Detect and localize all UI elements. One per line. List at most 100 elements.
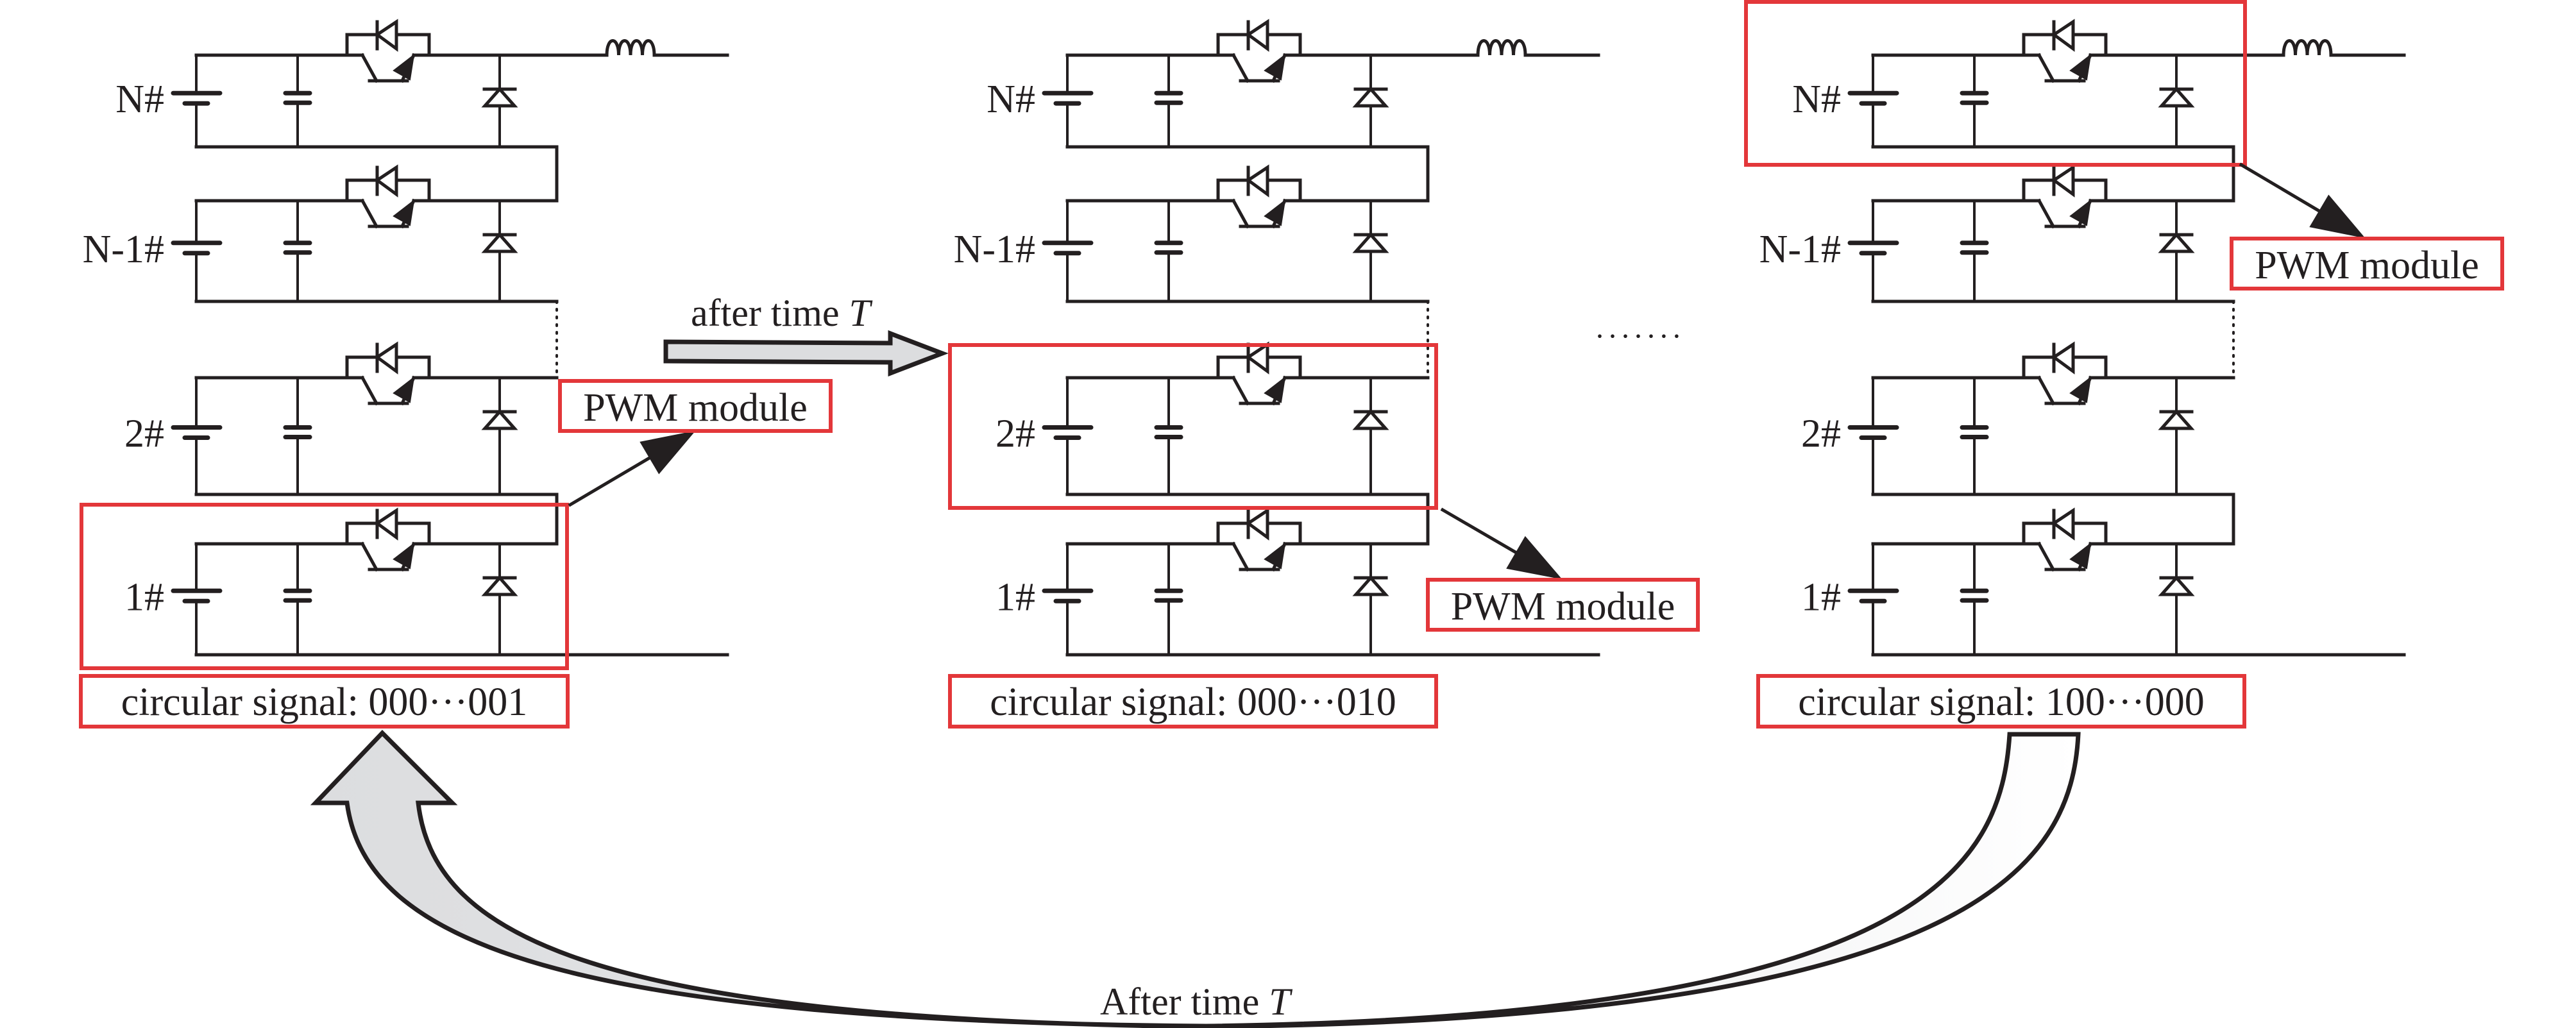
freewheel-diode-icon [481, 55, 518, 147]
emitter-arrow [393, 53, 415, 81]
module-label: 1# [124, 575, 164, 619]
pwm-module-label: PWM module [583, 386, 808, 430]
module-label: N-1# [954, 228, 1035, 271]
series-link [2230, 493, 2235, 546]
module: N# [987, 19, 1430, 149]
igbt-icon [2022, 507, 2108, 572]
diode-triangle [1245, 341, 1269, 375]
bypass-wire [345, 178, 379, 203]
diode-triangle [1245, 164, 1269, 198]
capacitor-icon [283, 55, 312, 147]
capacitor-icon [1960, 55, 1989, 147]
diode-triangle [1245, 19, 1269, 52]
series-link [1425, 493, 1430, 546]
bypass-wire [1266, 355, 1302, 380]
igbt-icon [345, 164, 431, 229]
bypass-wire [2022, 33, 2056, 57]
pwm-pointer-line [1440, 507, 1519, 555]
freewheel-diode-icon [1352, 55, 1389, 147]
bypass-wire [2022, 521, 2056, 546]
collector [360, 53, 379, 83]
collector [1231, 541, 1250, 572]
bypass-wire [345, 33, 379, 57]
capacitor-icon [1960, 378, 1989, 494]
diode-triangle [2051, 341, 2075, 375]
series-link [554, 493, 559, 546]
collector [2037, 53, 2056, 83]
inductor-icon [2232, 39, 2406, 57]
forward-transition-label: after time T [691, 292, 873, 334]
diode-triangle [1352, 87, 1389, 108]
module: 2# [996, 341, 1430, 496]
igbt-icon [2022, 19, 2108, 83]
module-label: 2# [124, 412, 164, 456]
module: 1# [1801, 507, 2235, 657]
module-label: N-1# [83, 228, 164, 271]
pwm-module-label: PWM module [2255, 244, 2479, 287]
diode-triangle [1352, 232, 1389, 253]
diode-triangle [1245, 507, 1269, 541]
pwm-module-box: PWM module [2230, 237, 2504, 291]
diode-triangle [374, 341, 398, 375]
diode-triangle [481, 409, 518, 430]
module: N# [1792, 19, 2235, 149]
igbt-icon [345, 19, 431, 83]
diode-triangle [374, 164, 398, 198]
pwm-module-frame [558, 379, 833, 433]
module-label: 1# [996, 575, 1035, 619]
igbt-icon [1216, 19, 1302, 83]
module: 2# [1801, 341, 2235, 496]
antiparallel-diode-icon [374, 164, 398, 198]
antiparallel-diode-icon [2051, 164, 2075, 198]
battery-icon [1847, 201, 1899, 301]
igbt-icon [345, 507, 431, 572]
bypass-wire [2071, 521, 2108, 546]
antiparallel-diode-icon [1245, 341, 1269, 375]
capacitor-icon [1960, 544, 1989, 655]
diode-triangle [1352, 409, 1389, 430]
series-link [2230, 145, 2235, 203]
return-transition-label: After time T [1100, 981, 1292, 1023]
freewheel-diode-icon [2158, 55, 2195, 147]
emitter-arrow [2069, 53, 2092, 81]
igbt-icon [1216, 507, 1302, 572]
bypass-wire [1216, 521, 1250, 546]
capacitor-icon [283, 544, 312, 655]
diode-triangle [2158, 575, 2195, 596]
collector [1231, 198, 1250, 229]
bypass-wire [2022, 178, 2056, 203]
freewheel-diode-icon [1352, 544, 1389, 655]
capacitor-icon [1154, 55, 1183, 147]
pwm-module-frame [2230, 237, 2504, 291]
freewheel-diode-icon [481, 544, 518, 655]
battery-icon [171, 378, 223, 494]
bypass-wire [345, 355, 379, 380]
bypass-wire [1216, 33, 1250, 57]
return-transition: After time T [310, 729, 2081, 1028]
pwm-pointer-line [2239, 162, 2322, 214]
bypass-wire [1216, 178, 1250, 203]
return-arrow-icon [310, 729, 2081, 1028]
collector [360, 198, 379, 229]
diode-triangle [481, 87, 518, 108]
emitter-arrow [393, 199, 415, 226]
circular-signal-frame [948, 674, 1438, 729]
emitter-arrow [393, 376, 415, 403]
freewheel-diode-icon [2158, 378, 2195, 494]
antiparallel-diode-icon [2051, 507, 2075, 541]
circular-signal-box: circular signal: 000···001 [79, 674, 570, 729]
circular-signal-frame [1756, 674, 2246, 729]
pwm-module-label: PWM module [1451, 585, 1675, 628]
battery-icon [1847, 544, 1899, 655]
battery-icon [171, 55, 223, 147]
bypass-wire [2022, 355, 2056, 380]
diode-triangle [374, 507, 398, 541]
bypass-wire [394, 33, 431, 57]
freewheel-diode-icon [2158, 544, 2195, 655]
emitter-arrow [1264, 376, 1286, 403]
active-module-highlight [948, 343, 1438, 510]
igbt-icon [1216, 164, 1302, 229]
bypass-wire [2071, 33, 2108, 57]
